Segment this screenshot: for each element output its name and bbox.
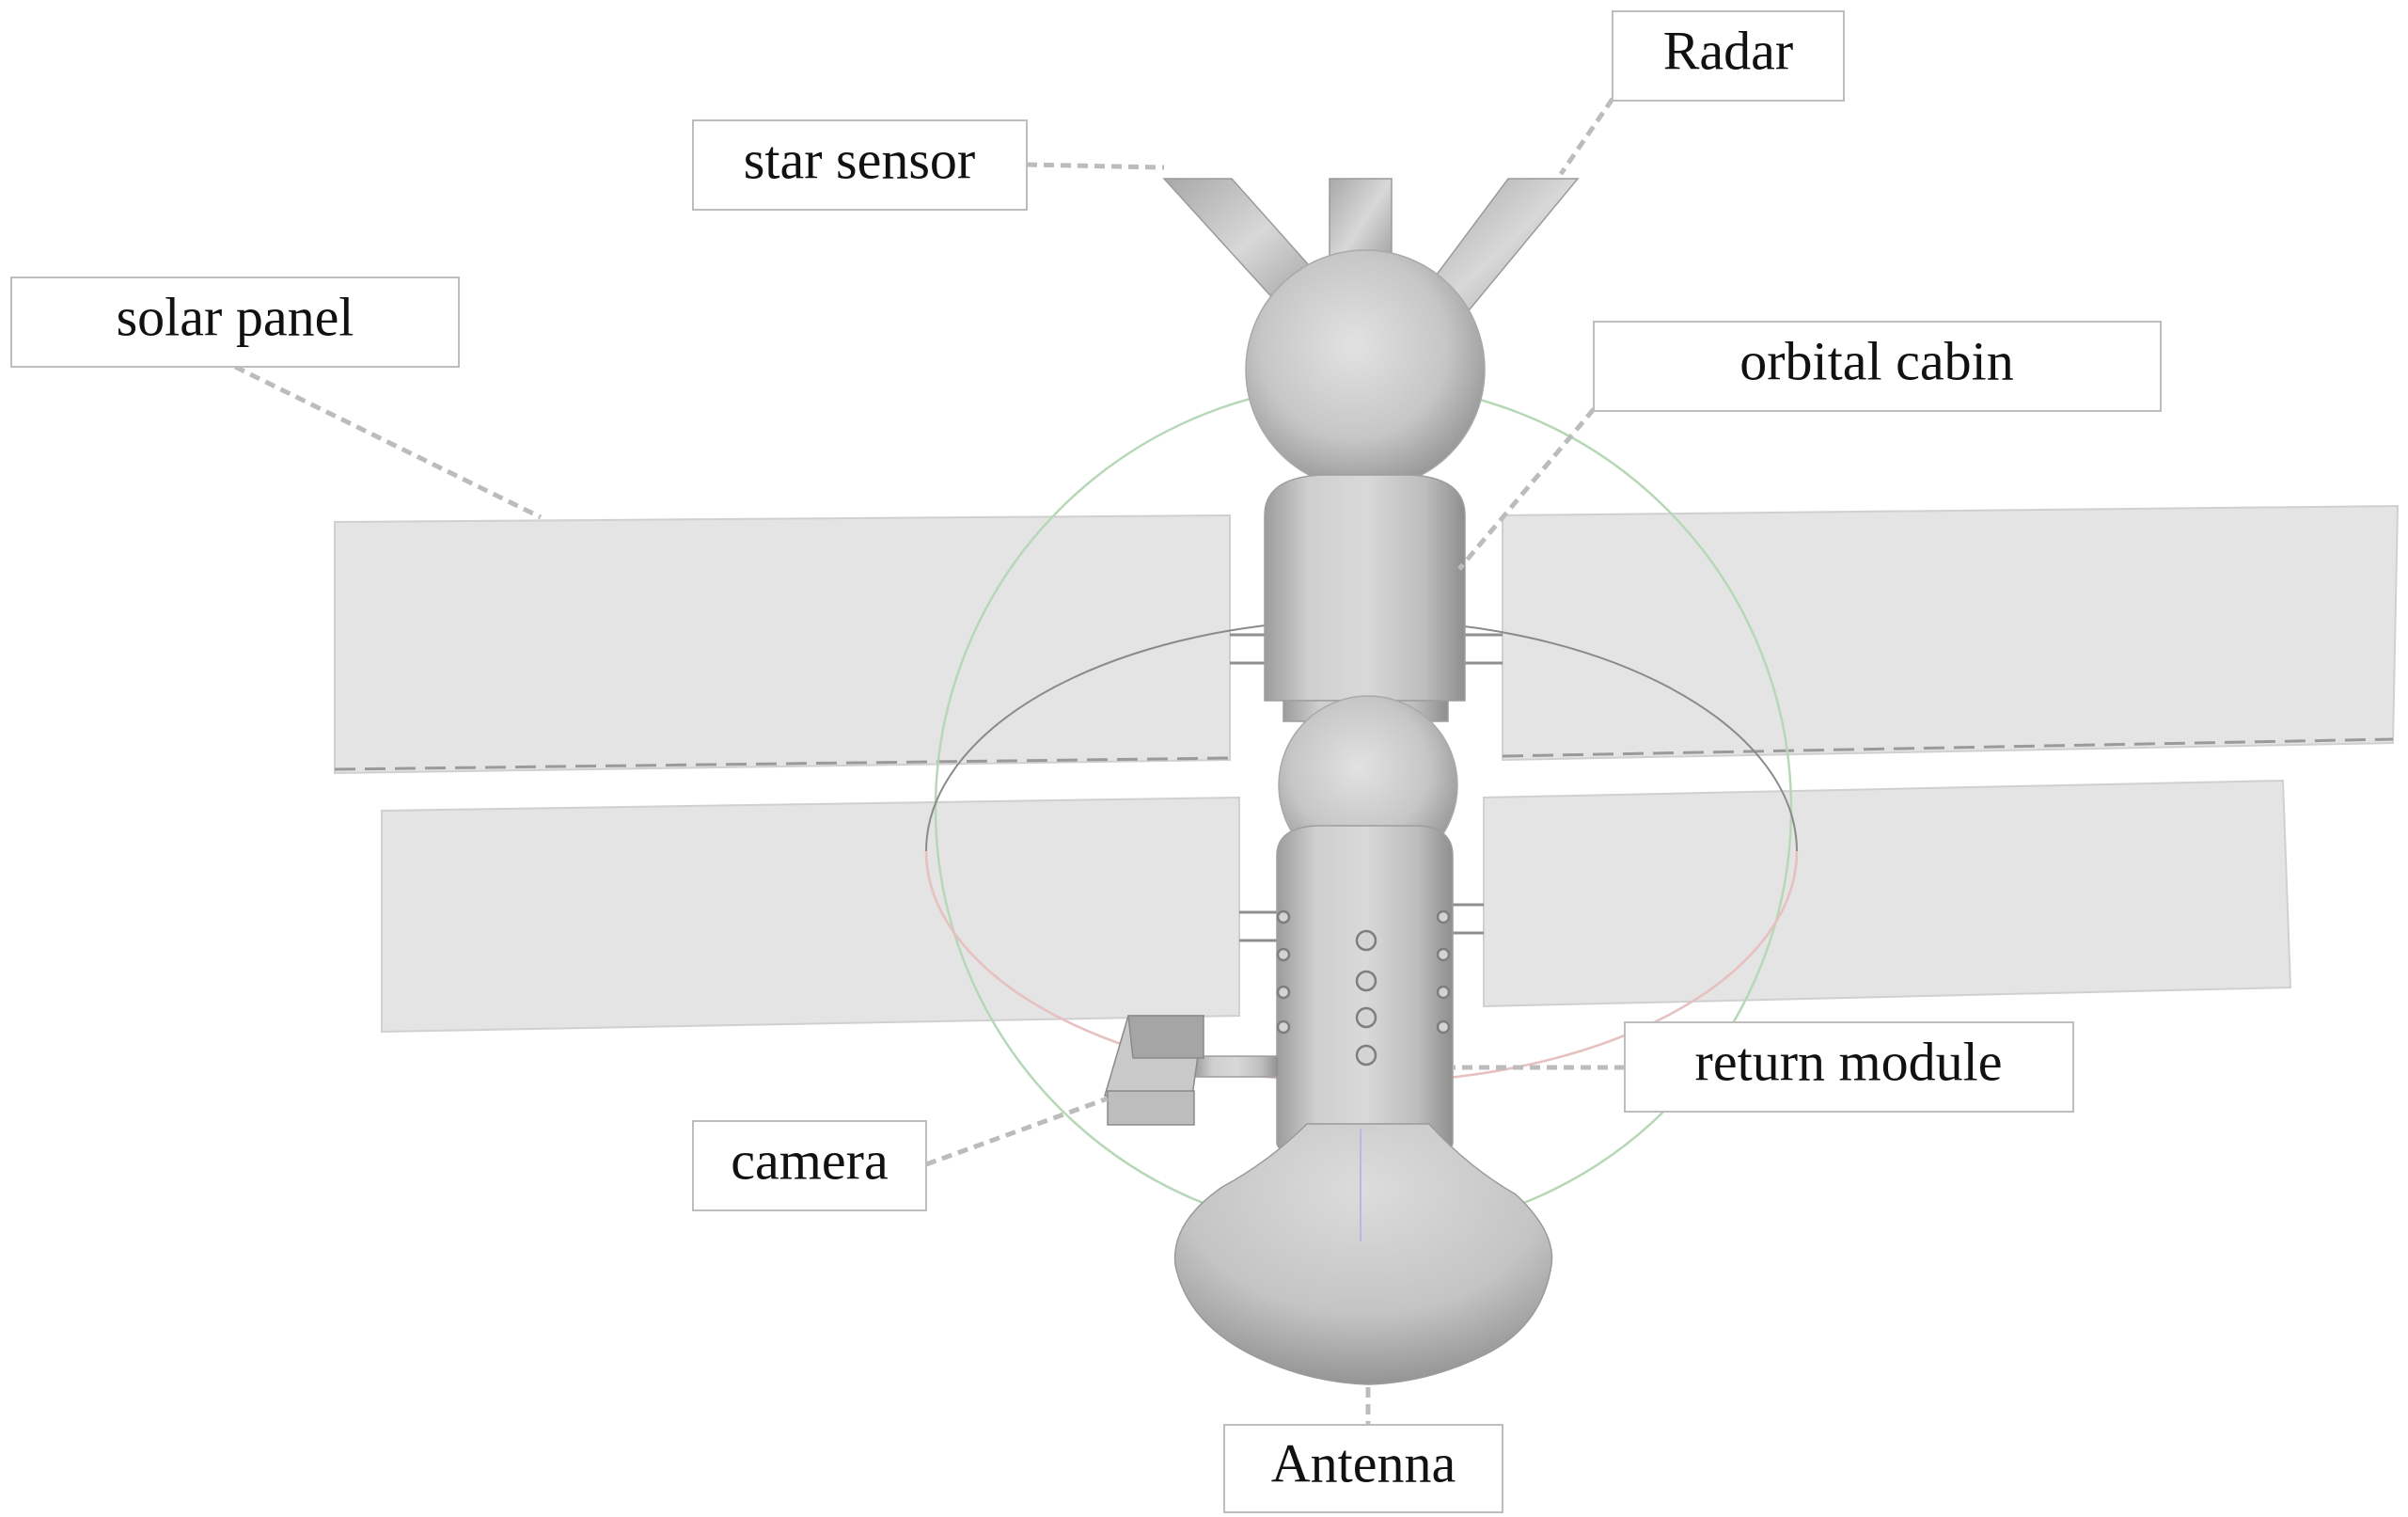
leader-solar-panel xyxy=(233,364,543,520)
camera-unit xyxy=(1103,1015,1280,1126)
callout-orbital-cabin: orbital cabin xyxy=(1593,321,2162,412)
label-radar: Radar xyxy=(1663,20,1794,81)
leader-lines xyxy=(233,97,1625,1428)
label-camera: camera xyxy=(731,1130,888,1191)
label-antenna: Antenna xyxy=(1271,1432,1456,1493)
solar-panel-lower-right xyxy=(1483,779,2292,1008)
leader-camera xyxy=(925,1096,1109,1167)
orbital-cabin-cylinder xyxy=(1264,474,1466,702)
solar-panel-upper-left xyxy=(334,514,1231,775)
callout-camera: camera xyxy=(692,1120,927,1211)
leader-orbital-cabin xyxy=(1457,407,1596,571)
callout-star-sensor: star sensor xyxy=(692,119,1028,211)
leader-star-sensor xyxy=(1026,162,1165,170)
callout-return-module: return module xyxy=(1624,1021,2074,1113)
solar-panel-array xyxy=(334,504,2400,1034)
callout-radar: Radar xyxy=(1612,10,1845,102)
callout-antenna: Antenna xyxy=(1223,1424,1503,1513)
label-star-sensor: star sensor xyxy=(744,129,975,190)
solar-panel-lower-left xyxy=(381,796,1240,1034)
antenna-dish xyxy=(1173,1123,1553,1385)
solar-panel-upper-right xyxy=(1502,504,2400,762)
label-solar-panel: solar panel xyxy=(117,286,354,347)
satellite-body xyxy=(1245,249,1486,1153)
leader-radar xyxy=(1558,97,1615,176)
label-return-module: return module xyxy=(1695,1031,2003,1092)
callout-solar-panel: solar panel xyxy=(10,277,460,368)
top-sphere xyxy=(1245,249,1486,490)
label-orbital-cabin: orbital cabin xyxy=(1739,330,2014,391)
